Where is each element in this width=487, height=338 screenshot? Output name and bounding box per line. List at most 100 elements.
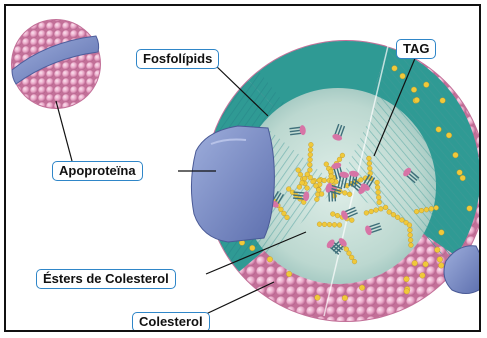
cholesterol-bead [322,178,327,183]
shell-cholesterol [439,230,445,236]
cholesterol-bead [344,247,349,252]
cholesterol-bead [302,176,307,181]
cholesterol-bead [305,172,310,177]
cholesterol-bead [378,206,383,211]
shell-cholesterol [342,295,348,301]
cholesterol-bead [314,197,319,202]
cholesterol-bead [387,210,392,215]
small-lipoprotein [10,18,102,110]
cholesterol-bead [335,213,340,218]
shell-cholesterol [267,257,273,263]
shell-cholesterol [438,263,444,269]
cholesterol-bead [332,222,337,227]
leader-apoproteina-small [56,101,72,161]
cholesterol-bead [369,209,374,214]
shell-cholesterol [453,152,459,158]
cholesterol-bead [308,157,313,162]
cholesterol-bead [349,255,354,260]
shell-cholesterol [436,127,442,133]
cholesterol-bead [324,162,329,167]
shell-cholesterol [392,66,398,72]
cholesterol-bead [316,188,321,193]
shell-cholesterol [404,276,410,282]
cholesterol-bead [364,211,369,216]
shell-cholesterol [423,261,429,267]
shell-cholesterol [420,273,426,279]
cholesterol-bead [285,215,290,220]
cholesterol-bead [340,153,345,158]
leader-colesterol [206,282,274,314]
shell-cholesterol [435,247,441,253]
cholesterol-bead [374,208,379,213]
cholesterol-bead [317,222,322,227]
cholesterol-bead [330,212,335,217]
cholesterol-bead [286,187,291,192]
cholesterol-bead [342,191,347,196]
shell-cholesterol [359,285,365,291]
cholesterol-bead [408,238,413,243]
cholesterol-bead [297,185,302,190]
cholesterol-bead [322,222,327,227]
apoprotein-block [191,126,274,242]
cholesterol-bead [337,157,342,162]
label-colesterol: Colesterol [132,312,210,332]
cholesterol-bead [424,207,429,212]
shell-cholesterol [457,170,463,176]
label-apoproteina: Apoproteïna [52,161,143,181]
cholesterol-bead [383,205,388,210]
cholesterol-bead [296,168,301,173]
label-fosfolipids: Fosfolípids [136,49,219,69]
cholesterol-bead [407,223,412,228]
shell-cholesterol [286,271,292,277]
shell-cholesterol [400,73,406,79]
shell-cholesterol [404,289,410,295]
cholesterol-bead [308,168,313,173]
cholesterol-bead [434,205,439,210]
cholesterol-bead [300,180,305,185]
cholesterol-bead [319,192,324,197]
cholesterol-bead [375,180,380,185]
cholesterol-bead [347,251,352,256]
figure-frame: Fosfolípids TAG Apoproteïna Ésters de Co… [4,4,481,332]
cholesterol-bead [400,218,405,223]
shell-cholesterol [460,175,466,181]
cholesterol-bead [367,161,372,166]
shell-cholesterol [414,97,420,103]
cholesterol-bead [377,200,382,205]
label-esters-colesterol: Ésters de Colesterol [36,269,176,289]
cholesterol-bead [349,218,354,223]
cholesterol-bead [391,212,396,217]
shell-cholesterol [446,133,452,139]
cholesterol-bead [328,169,333,174]
cholesterol-bead [409,243,414,248]
cholesterol-bead [311,179,316,184]
cholesterol-bead [329,174,334,179]
cholesterol-bead [375,185,380,190]
shell-cholesterol [250,245,256,251]
cholesterol-bead [376,195,381,200]
cholesterol-bead [317,178,322,183]
shell-cholesterol [424,82,430,88]
shell-cholesterol [315,295,321,301]
shell-cholesterol [411,87,417,93]
cholesterol-bead [408,233,413,238]
label-tag: TAG [396,39,436,59]
cholesterol-bead [358,178,363,183]
cholesterol-bead [309,142,314,147]
cholesterol-bead [314,183,319,188]
cholesterol-bead [367,156,372,161]
shell-cholesterol [440,98,446,104]
cholesterol-bead [282,211,287,216]
shell-cholesterol [412,260,418,266]
cholesterol-bead [367,166,372,171]
cholesterol-bead [419,208,424,213]
cholesterol-bead [337,223,342,228]
cholesterol-bead [308,152,313,157]
shell-cholesterol [467,206,473,212]
cholesterol-bead [347,192,352,197]
cholesterol-bead [327,222,332,227]
cholesterol-bead [279,207,284,212]
cholesterol-bead [330,179,335,184]
cholesterol-bead [408,228,413,233]
cholesterol-bead [376,190,381,195]
